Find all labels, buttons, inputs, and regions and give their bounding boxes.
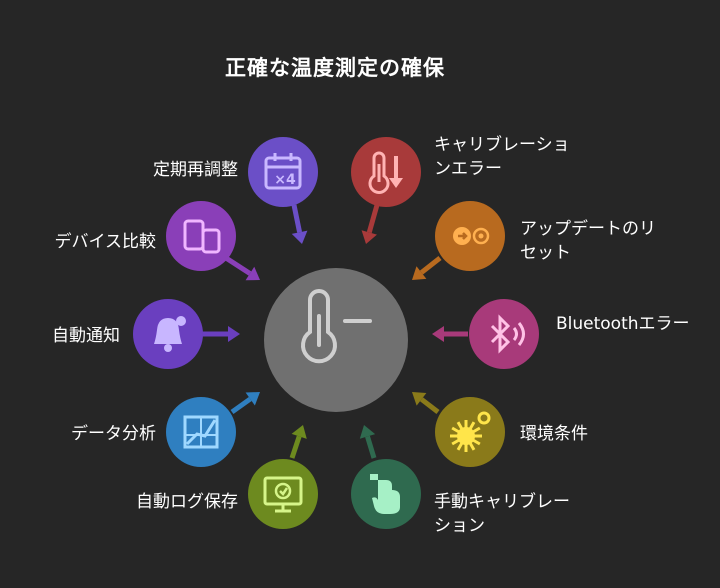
devices-icon <box>183 219 221 254</box>
calendar-x4-icon: ×4 <box>264 153 302 190</box>
chart-icon <box>183 415 219 449</box>
node-label: 自動ログ保存 <box>136 492 238 512</box>
node-label: キャリブレーションエラー <box>434 135 570 179</box>
node-label: 環境条件 <box>520 424 588 444</box>
node-label: 自動通知 <box>52 326 120 346</box>
node-label: デバイス比較 <box>54 232 157 252</box>
reset-icon <box>453 227 490 245</box>
node-label: データ分析 <box>71 424 156 444</box>
connector-arrow <box>230 392 260 415</box>
node-label: Bluetoothエラー <box>556 314 690 334</box>
connector-arrow <box>412 392 440 414</box>
connector-arrow <box>200 326 240 342</box>
page-title: 正確な温度測定の確保 <box>225 56 445 80</box>
node-circle <box>166 201 236 271</box>
node-label: アップデートのリセット <box>520 219 656 263</box>
thermometer-down-icon <box>368 151 403 194</box>
bluetooth-icon <box>490 314 525 354</box>
connector-arrow <box>224 255 260 281</box>
thermometer-minus-icon <box>301 289 372 364</box>
hand-icon <box>370 474 400 514</box>
connector-arrow <box>412 256 442 280</box>
gear-sun-icon <box>450 411 491 452</box>
monitor-check-icon <box>263 476 303 513</box>
bell-icon <box>154 316 186 352</box>
connector-arrow <box>361 204 380 244</box>
connector-arrow <box>291 204 308 244</box>
node-circle <box>351 137 421 207</box>
node-label: 手動キャリブレーション <box>434 492 570 536</box>
node-circle <box>248 137 318 207</box>
node-circle <box>469 299 539 369</box>
connector-arrow <box>432 326 468 342</box>
connector-arrow <box>359 425 377 459</box>
node-label: 定期再調整 <box>153 160 238 180</box>
svg-text:×4: ×4 <box>274 172 296 188</box>
connector-arrow <box>289 425 307 459</box>
